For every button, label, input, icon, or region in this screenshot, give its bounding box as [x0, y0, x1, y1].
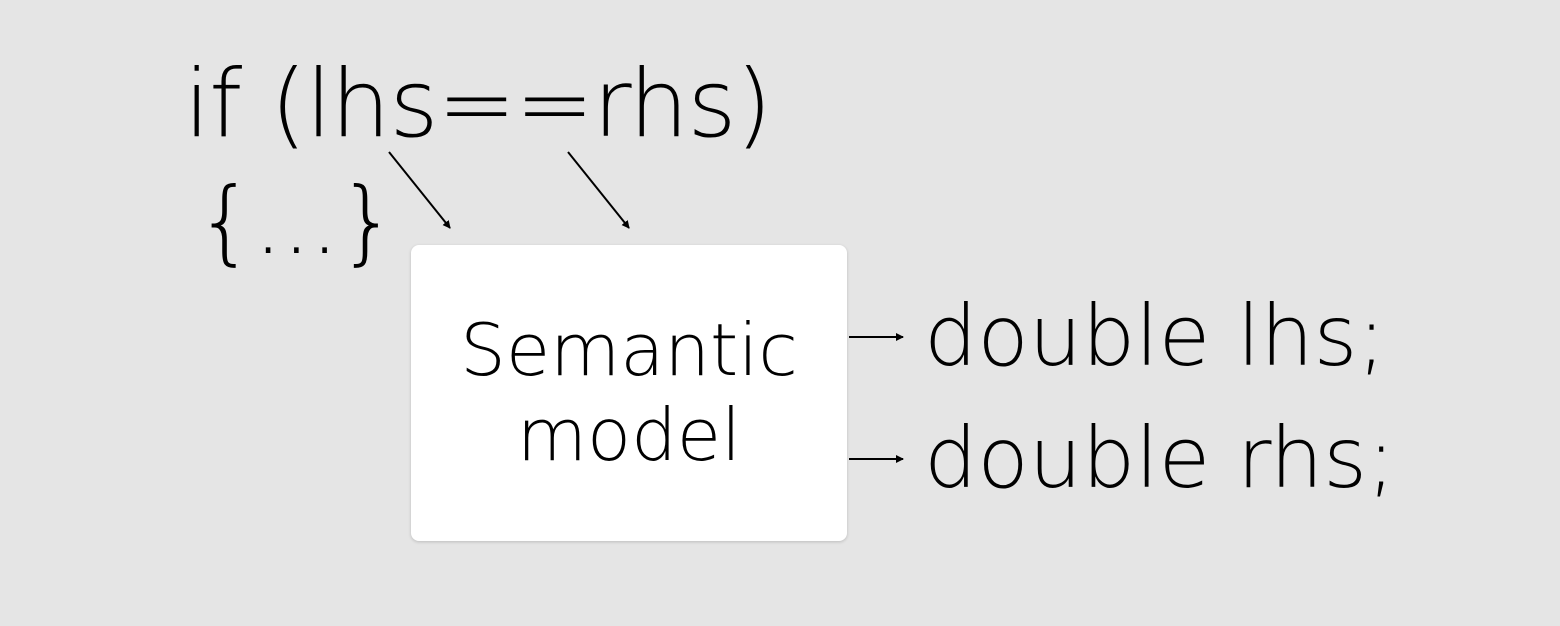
declaration-rhs: double rhs;: [924, 409, 1396, 507]
declaration-lhs: double lhs;: [924, 287, 1386, 385]
code-condition: if (lhs==rhs): [184, 50, 772, 159]
semantic-model-label-line2: model: [516, 393, 742, 477]
code-body: {...}: [196, 168, 397, 275]
semantic-model-label-line1: Semantic: [460, 308, 798, 393]
arrow-rhs-to-model: [567, 151, 630, 229]
arrow-lhs-to-model: [388, 151, 451, 229]
semantic-model-box: Semantic model: [411, 245, 847, 541]
